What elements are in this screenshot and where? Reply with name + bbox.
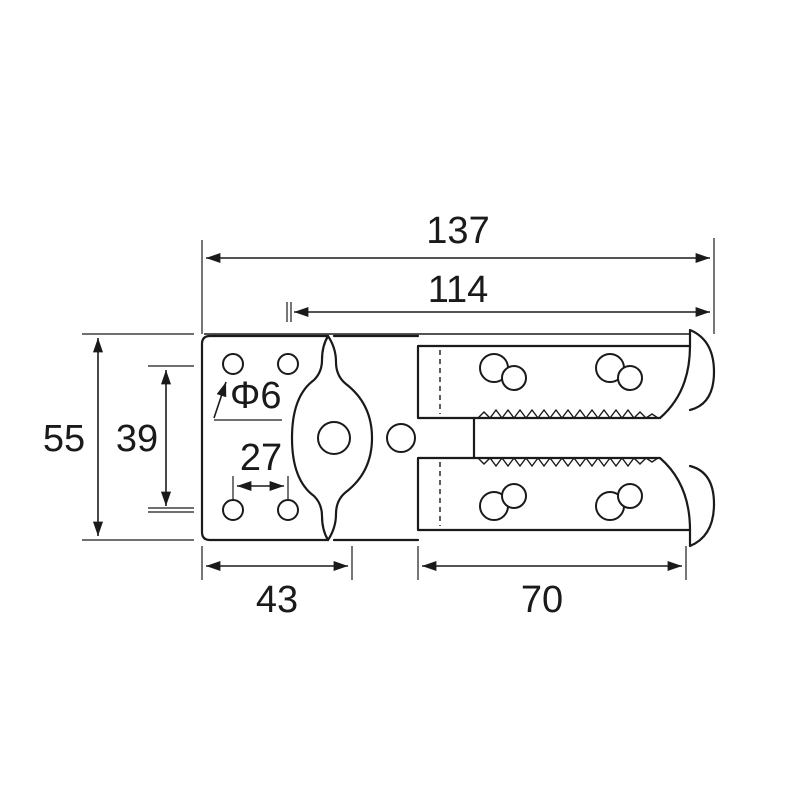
dimension-label-39: 39	[116, 418, 158, 460]
left-plate-outline	[200, 334, 330, 542]
pivot-hole-left	[317, 421, 351, 455]
dimension-55: 55	[43, 333, 194, 541]
lower-teeth	[477, 456, 659, 468]
dimension-27: 27	[232, 437, 289, 500]
rivet-lower-right	[595, 483, 643, 521]
upper-teeth	[477, 408, 659, 420]
pivot-hole-right	[386, 423, 416, 453]
rivet-upper-left	[479, 353, 527, 391]
mount-hole-bottom-left	[222, 499, 244, 521]
upper-jaw-outline	[416, 344, 692, 420]
dimension-hole-diameter: Φ6	[213, 375, 282, 421]
dimension-label-hole-diameter: Φ6	[230, 375, 281, 417]
dimension-label-114: 114	[428, 269, 489, 311]
dimension-label-27: 27	[240, 437, 282, 479]
dimension-70: 70	[417, 546, 687, 621]
rivet-lower-left	[479, 483, 527, 521]
dimension-39: 39	[116, 365, 194, 513]
mount-hole-bottom-right	[277, 499, 299, 521]
mount-hole-top-right	[277, 353, 299, 375]
dimension-label-43: 43	[256, 579, 298, 621]
middle-section-outline	[326, 334, 420, 542]
lower-jaw-tip	[688, 464, 716, 548]
lower-jaw-outline	[416, 456, 692, 532]
dimension-label-137: 137	[426, 210, 489, 252]
dimension-label-55: 55	[43, 418, 85, 460]
rivet-upper-right	[595, 353, 643, 391]
dimension-137: 137	[201, 210, 715, 334]
dimension-label-70: 70	[521, 579, 563, 621]
bracket-body	[200, 328, 716, 548]
dimension-43: 43	[201, 546, 353, 621]
mount-hole-top-left	[222, 353, 244, 375]
dimension-114: 114	[286, 269, 710, 322]
upper-jaw-tip	[688, 328, 716, 412]
